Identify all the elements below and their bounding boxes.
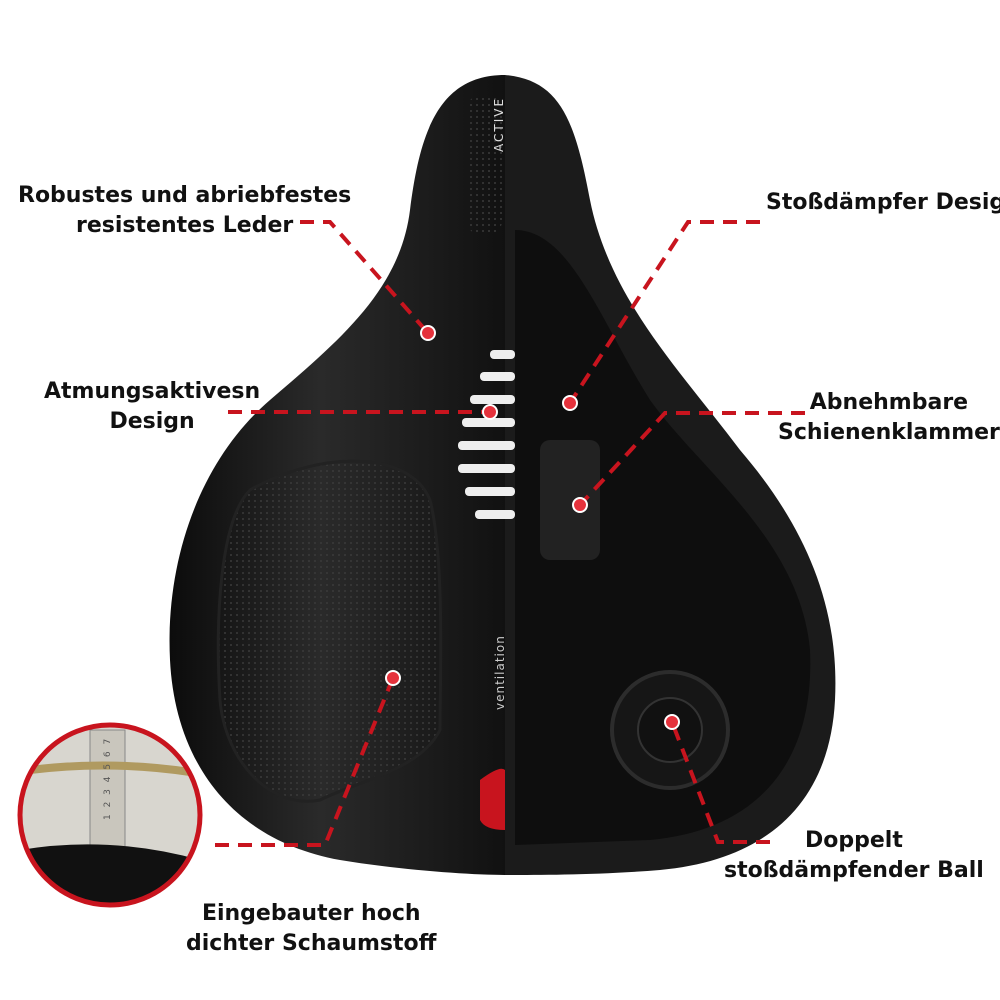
ruler-digits: 1 2 3 4 5 6 7 bbox=[103, 736, 113, 820]
label-shock: Stoßdämpfer Design bbox=[766, 190, 1000, 215]
foam-pad bbox=[216, 459, 443, 803]
brand-text: ACTIVE bbox=[492, 96, 506, 152]
ventilation-text: ventilation bbox=[493, 635, 507, 710]
callout-lines bbox=[215, 220, 805, 847]
ventilation-slots bbox=[458, 350, 515, 519]
foam-closeup-inset bbox=[20, 725, 200, 905]
callout-dots bbox=[385, 325, 680, 730]
